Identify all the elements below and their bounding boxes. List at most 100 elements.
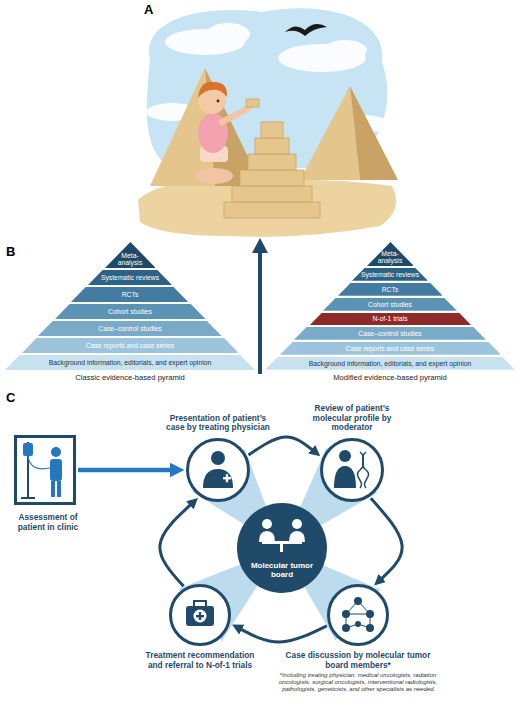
team-network-icon <box>354 597 362 605</box>
bird <box>285 24 327 36</box>
clinic-box: Assessment of patient in clinic <box>14 435 76 505</box>
caption-block: Case discussion by molecular tumor board… <box>278 651 438 693</box>
circle-shape <box>237 503 327 593</box>
step-circle: Treatment recommendation and referral to… <box>169 584 231 646</box>
step-circle: Presentation of patient’s case by treati… <box>186 438 250 502</box>
flow-arrow <box>239 626 327 642</box>
evidence-level-band: Background information, editorials, and … <box>5 355 255 370</box>
circle-shape <box>188 440 249 501</box>
iv-patient-icon <box>50 459 62 481</box>
team-network-icon <box>346 614 370 615</box>
board-meeting-icon <box>262 541 302 544</box>
dna-person-icon <box>339 450 351 462</box>
sand-pyramid <box>261 122 283 138</box>
flow-arrow <box>371 498 402 580</box>
level-label: Case reports and case series <box>86 342 174 349</box>
level-label: Case reports and case series <box>346 345 434 352</box>
level-label: RCTs <box>382 286 399 293</box>
iv-patient-icon <box>21 442 62 498</box>
team-network-icon <box>346 614 347 628</box>
circle-shape <box>171 586 230 645</box>
physician-icon <box>211 451 225 465</box>
child-figure <box>195 168 233 184</box>
level-label: Cohort studies <box>368 301 412 308</box>
step-label: Treatment recommendation and referral to… <box>144 651 256 670</box>
footnote: *Including treating physician, medical o… <box>278 672 438 693</box>
evidence-level-band: Background information, editorials, and … <box>265 357 515 370</box>
iv-patient-icon <box>51 447 61 457</box>
physician-icon <box>203 451 233 488</box>
evidence-level-band: Case reports and case series <box>22 338 239 353</box>
board-meeting-icon <box>262 519 272 529</box>
band-shape <box>38 321 222 336</box>
board-meeting-icon <box>259 531 275 542</box>
evidence-level-band: RCTs <box>71 287 188 302</box>
sand-pyramid <box>224 122 320 218</box>
team-network-icon <box>358 601 370 614</box>
sand-pyramid <box>224 202 320 218</box>
band-shape <box>338 283 443 296</box>
sand-pyramid <box>255 138 289 154</box>
panel-letter: C <box>6 390 26 405</box>
band-shape <box>265 357 515 370</box>
circle-shape <box>327 584 389 646</box>
evidence-level-band: Cohort studies <box>55 304 205 319</box>
clouds <box>323 40 367 60</box>
medical-kit-icon <box>194 610 207 623</box>
band-shape <box>88 270 172 285</box>
team-network-icon <box>366 624 374 632</box>
iv-patient-icon <box>57 481 61 497</box>
evidence-level-band: RCTs <box>338 283 443 296</box>
step-label: Presentation of patient’s case by treati… <box>162 414 274 433</box>
physician-icon <box>226 474 228 482</box>
level-label: Case–control studies <box>98 325 161 332</box>
panel-letter: B <box>6 244 26 259</box>
circle-shape <box>169 584 231 646</box>
level-label: Cohort studies <box>108 308 152 315</box>
stone-pyramid <box>150 68 262 186</box>
circle-shape <box>322 440 383 501</box>
stone-pyramid <box>300 86 398 180</box>
child-arm <box>246 99 259 107</box>
central-circle: Molecular tumor board <box>237 503 327 593</box>
iv-patient-icon <box>51 481 55 497</box>
child-figure <box>217 100 220 103</box>
level-label: N-of-1 trials <box>372 315 407 322</box>
step-circle: Case discussion by molecular tumor board… <box>327 584 389 646</box>
team-network-icon <box>342 610 350 618</box>
team-network-icon <box>355 621 361 627</box>
team-network-icon <box>346 624 358 628</box>
board-meeting-icon <box>259 519 305 552</box>
flow-arrow <box>78 468 174 473</box>
step-circle: Review of patient’s molecular profile by… <box>320 438 384 502</box>
up-arrow <box>252 238 268 253</box>
caption-block: Treatment recommendation and referral to… <box>144 651 256 670</box>
dna-person-icon <box>334 466 356 488</box>
physician-icon <box>203 469 233 488</box>
board-meeting-icon <box>280 544 283 552</box>
pyramid-heading: Classic evidence-based pyramid <box>55 373 205 382</box>
sand-dune <box>138 180 396 237</box>
team-network-icon <box>346 601 358 614</box>
sand-pyramid <box>240 170 304 186</box>
band-shape <box>367 242 414 266</box>
band-shape <box>105 242 156 268</box>
dna-person-icon <box>334 450 369 488</box>
medical-kit-icon <box>194 601 206 606</box>
circle-shape <box>237 503 327 593</box>
band-shape <box>352 268 428 281</box>
evidence-level-band: Meta-analysis <box>367 242 414 266</box>
evidence-level-band: Systematic reviews <box>88 270 172 285</box>
band-shape <box>22 338 239 353</box>
stone-pyramid <box>350 86 398 180</box>
iv-patient-icon <box>28 456 50 469</box>
step-label: Case discussion by molecular tumor board… <box>278 651 438 670</box>
up-arrow <box>258 250 262 374</box>
step-label: Molecular tumor board <box>245 561 319 579</box>
iv-patient-icon <box>27 442 29 498</box>
caption-block: Review of patient’s molecular profile by… <box>296 404 408 433</box>
clouds <box>206 23 250 45</box>
